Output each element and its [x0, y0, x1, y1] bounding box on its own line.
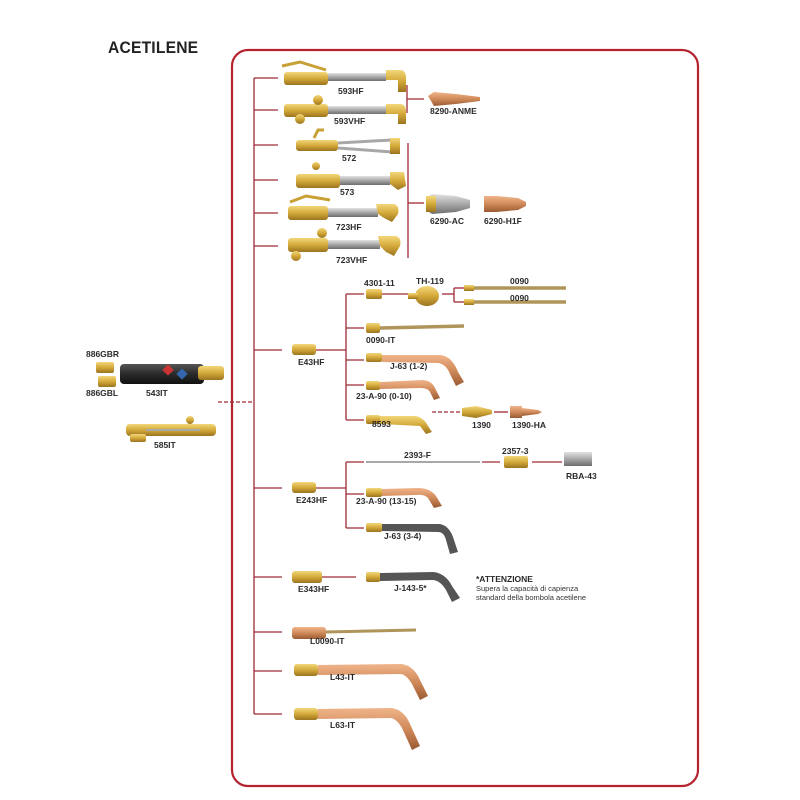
tip-8290-anme: [428, 92, 480, 106]
mixer-8593: [366, 415, 432, 434]
mixer-4301-11: [366, 289, 382, 299]
nozzle-j-63-1-2: [366, 353, 464, 386]
page-title: ACETILENE: [108, 38, 199, 57]
handle-543it: [96, 362, 224, 387]
mixer-e343hf: [292, 571, 322, 583]
label-j-63-1-2: J-63 (1-2): [390, 361, 428, 371]
torch-573: [296, 162, 406, 190]
label-1390: 1390: [472, 420, 491, 430]
label-23-a-90-0-10: 23-A-90 (0-10): [356, 391, 412, 401]
label-6290-ac: 6290-AC: [430, 216, 465, 226]
tip-6290-ac: [426, 194, 470, 214]
tube-0090: [464, 285, 566, 305]
label-0090-a: 0090: [510, 276, 529, 286]
label-593hf: 593HF: [338, 86, 364, 96]
attention-line-1: Supera la capacità di capienza: [476, 584, 579, 593]
label-l43-it: L43-IT: [330, 672, 356, 682]
tube-l0090-it: [292, 627, 417, 639]
label-0090-it: 0090-IT: [366, 335, 396, 345]
nozzle-23-a-90-13-15: [366, 488, 442, 508]
nozzle-23-a-90-0-10: [366, 380, 440, 400]
label-th-119: TH-119: [416, 276, 444, 286]
label-23-a-90-13-15: 23-A-90 (13-15): [356, 496, 417, 506]
label-593vhf: 593VHF: [334, 116, 366, 126]
label-8593: 8593: [372, 419, 391, 429]
frame: [230, 48, 700, 788]
label-886gbr: 886GBR: [86, 349, 120, 359]
connector-lines: [218, 77, 562, 715]
label-l63-it: L63-IT: [330, 720, 356, 730]
part-th-119: [408, 286, 439, 306]
label-723vhf: 723VHF: [336, 255, 368, 265]
nozzle-1390-ha: [510, 406, 542, 418]
mixer-e43hf: [292, 344, 316, 355]
tip-6290-h1f: [484, 196, 526, 212]
torch-593vhf: [284, 95, 406, 124]
label-886gbl: 886GBL: [86, 388, 119, 398]
label-2357-3: 2357-3: [502, 446, 529, 456]
attention-line-2: standard della bombola acetilene: [476, 593, 587, 602]
nozzle-l63-it: [294, 708, 420, 750]
tube-0090-it: [366, 323, 465, 333]
label-573: 573: [340, 187, 355, 197]
label-4301-11: 4301-11: [364, 278, 395, 288]
handle-585it: [126, 416, 216, 442]
label-e43hf: E43HF: [298, 357, 325, 367]
label-6290-h1f: 6290-H1F: [484, 216, 522, 226]
label-j-63-3-4: J-63 (3-4): [384, 531, 422, 541]
nozzle-l43-it: [294, 664, 428, 700]
nozzle-1390: [462, 406, 492, 418]
label-585it: 585IT: [154, 440, 176, 450]
nozzle-j-63-3-4: [366, 523, 458, 554]
label-j-143-5: J-143-5*: [394, 583, 427, 593]
torch-593hf: [281, 60, 406, 92]
torch-723hf: [288, 194, 399, 222]
attention-heading: *ATTENZIONE: [476, 574, 533, 584]
label-rba-43: RBA-43: [566, 471, 597, 481]
label-1390-ha: 1390-HA: [512, 420, 547, 430]
part-rba-43: [564, 452, 592, 466]
mixer-e243hf: [292, 482, 316, 493]
torch-572: [296, 128, 400, 154]
torch-723vhf: [288, 228, 401, 261]
label-e343hf: E343HF: [298, 584, 330, 594]
part-2357-3: [504, 456, 528, 468]
label-543it: 543IT: [146, 388, 168, 398]
label-2393-f: 2393-F: [404, 450, 431, 460]
label-572: 572: [342, 153, 357, 163]
attention-note: *ATTENZIONE Supera la capacità di capien…: [476, 574, 586, 602]
label-e243hf: E243HF: [296, 495, 328, 505]
nozzle-j-143-5: [366, 572, 460, 602]
label-8290-anme: 8290-ANME: [430, 106, 477, 116]
label-723hf: 723HF: [336, 222, 362, 232]
label-0090-b: 0090: [510, 293, 529, 303]
label-l0090-it: L0090-IT: [310, 636, 345, 646]
